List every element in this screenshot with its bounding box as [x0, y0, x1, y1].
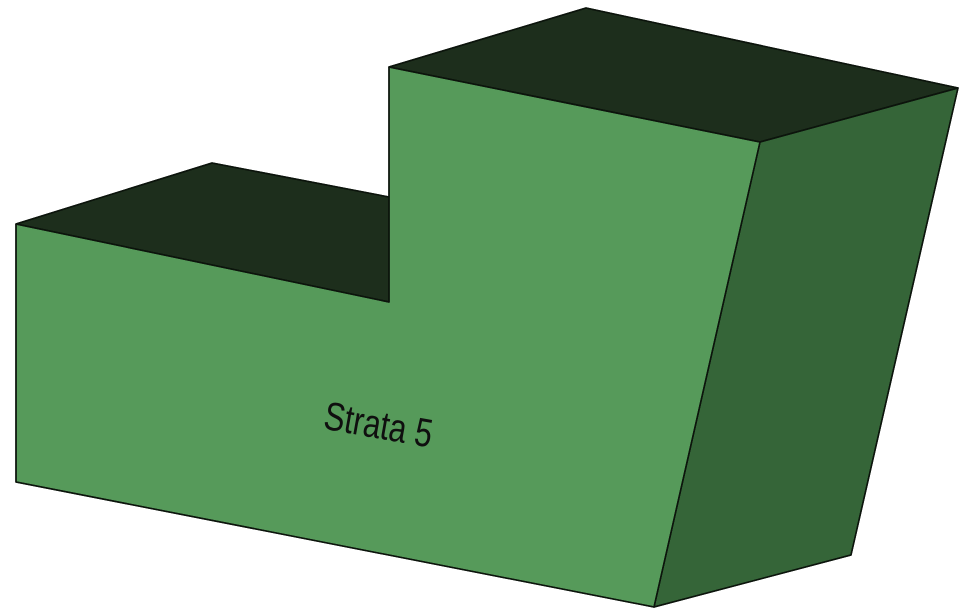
- block-front-face: [15, 66, 761, 608]
- inner-edge-step: [15, 197, 390, 303]
- inner-edge-front-side: [653, 141, 761, 608]
- block-outline: [15, 7, 959, 608]
